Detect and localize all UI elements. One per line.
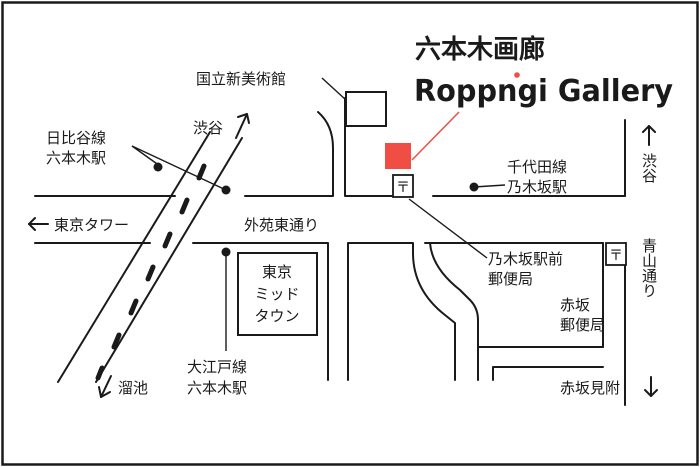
- post-office-icon: 〒: [609, 248, 623, 264]
- label-shibuya-right: 渋谷: [640, 153, 658, 183]
- arrow-down-icon: [644, 376, 658, 397]
- label-akasaka-post-office-1: 赤坂: [560, 296, 590, 314]
- label-hibiya-roppongi-station: 六本木駅: [46, 149, 106, 167]
- label-oedo-roppongi-station: 六本木駅: [187, 379, 247, 397]
- road-lines: [34, 97, 626, 406]
- station-dot-icon: [469, 182, 479, 192]
- leader-lines: [131, 77, 506, 351]
- station-dot-icon: [221, 247, 231, 257]
- label-nogizaka-post-office-1: 乃木坂駅前: [488, 250, 563, 268]
- label-tokyo-midtown-1: 東京: [262, 263, 292, 281]
- label-chiyoda-line: 千代田線: [507, 158, 567, 176]
- map-labels: 国立新美術館 日比谷線 六本木駅 渋谷 千代田線 乃木坂駅 東京タワー 外苑東通…: [46, 70, 620, 397]
- arrow-left-icon: [28, 217, 49, 231]
- label-akasaka-mitsuke: 赤坂見附: [560, 379, 620, 397]
- tokyo-midtown-building: [237, 252, 318, 336]
- station-dots: [153, 162, 479, 257]
- station-dot-icon: [153, 162, 163, 172]
- expressway-right-edge: [95, 137, 243, 383]
- label-oedo-line: 大江戸線: [187, 358, 247, 376]
- expressway-centerline: [95, 163, 207, 381]
- label-tokyo-midtown-3: タウン: [254, 307, 299, 325]
- gaien-road-upper-mid: [244, 111, 334, 197]
- gaien-road-lower-mid: [192, 242, 329, 381]
- direction-arrows: [28, 113, 658, 398]
- label-nogizaka-post-office-2: 郵便局: [488, 270, 533, 288]
- road-upper-center: [344, 97, 406, 197]
- label-tokyo-midtown-2: ミッド: [254, 285, 299, 303]
- label-gaien-higashi-dori: 外苑東通り: [244, 216, 319, 234]
- label-akasaka-post-office-2: 郵便局: [560, 316, 605, 334]
- label-nogizaka-station: 乃木坂駅: [507, 178, 567, 196]
- label-national-art-center: 国立新美術館: [196, 70, 286, 88]
- gallery-leader-line: [411, 111, 460, 161]
- gallery-title-en: Roppngi Gallery: [414, 74, 673, 109]
- label-hibiya-line: 日比谷線: [46, 129, 106, 147]
- arrow-down-icon: [98, 375, 112, 398]
- post-office-icon: [392, 174, 414, 198]
- gallery-title-en-part1: Roppngi: [414, 74, 548, 109]
- label-shibuya-top: 渋谷: [193, 119, 223, 137]
- label-tameike: 溜池: [118, 379, 148, 397]
- gallery-location-marker: [385, 143, 411, 169]
- label-tokyo-tower: 東京タワー: [54, 216, 129, 234]
- national-art-center-building: [345, 91, 387, 127]
- post-office-icon: [605, 242, 627, 266]
- gallery-title-en-part2: Gallery: [548, 74, 674, 109]
- gallery-title-jp: 六本木画廊: [415, 34, 545, 65]
- title-i-dot-accent: [514, 72, 520, 78]
- label-aoyama-dori: 青山通り: [640, 238, 658, 298]
- arrow-up-icon: [642, 125, 656, 146]
- post-office-icon: 〒: [396, 180, 410, 196]
- side-road-lower: [492, 366, 604, 381]
- road-lower-center: [347, 242, 456, 381]
- curved-road: [429, 242, 479, 381]
- station-dot-icon: [221, 185, 231, 195]
- arrow-up-icon: [235, 113, 250, 139]
- expressway-left-edge: [57, 131, 211, 383]
